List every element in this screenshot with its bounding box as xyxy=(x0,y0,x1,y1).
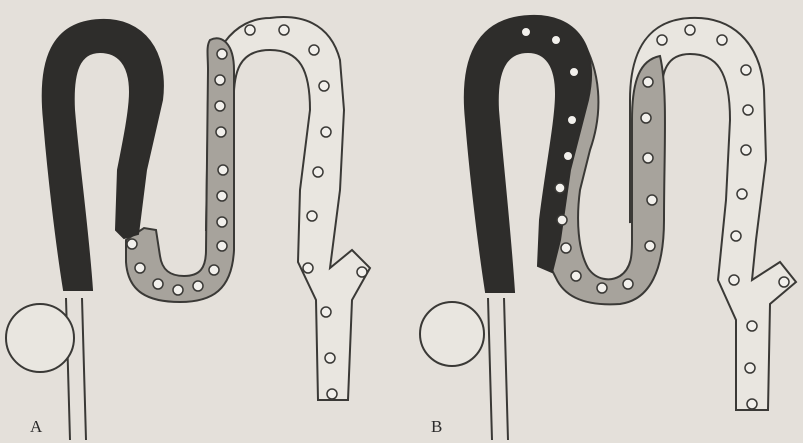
panel-b-particle xyxy=(552,36,561,45)
panel-b-particle xyxy=(561,243,571,253)
panel-b-particle xyxy=(597,283,607,293)
panel-a-particle xyxy=(135,263,145,273)
panel-b-label: B xyxy=(431,418,442,435)
panel-b-stem xyxy=(488,298,508,440)
panel-b-particle xyxy=(717,35,727,45)
panel-b-particle xyxy=(571,271,581,281)
panel-a-particle xyxy=(153,279,163,289)
panel-a-particle xyxy=(217,49,227,59)
panel-b-particle xyxy=(729,275,739,285)
panel-b-particle xyxy=(779,277,789,287)
panel-b-particle xyxy=(564,152,573,161)
panel-b-particle xyxy=(747,321,757,331)
panel-b-particle xyxy=(645,241,655,251)
panel-a-particle xyxy=(321,127,331,137)
panel-b-particle xyxy=(522,28,531,37)
panel-a-particle xyxy=(216,127,226,137)
panel-b-particle xyxy=(743,105,753,115)
panel-a-particle xyxy=(321,307,331,317)
panel-a-particle xyxy=(325,353,335,363)
panel-a-particle xyxy=(218,165,228,175)
panel-b-particle xyxy=(568,116,577,125)
panel-a-particle xyxy=(209,265,219,275)
panel-a-particle xyxy=(357,267,367,277)
panel-a-particle xyxy=(245,25,255,35)
panel-b-particle xyxy=(643,77,653,87)
panel-b-particle xyxy=(623,279,633,289)
panel-a-particle xyxy=(313,167,323,177)
panel-b-glomerulus xyxy=(420,302,484,366)
panel-a-particle xyxy=(193,281,203,291)
panel-a-particle xyxy=(307,211,317,221)
panel-b-particle xyxy=(647,195,657,205)
panel-a-particle xyxy=(217,191,227,201)
panel-a-particle xyxy=(215,101,225,111)
panel-a-glomerulus xyxy=(6,304,74,372)
panel-a-particle xyxy=(217,217,227,227)
panel-a-particle xyxy=(309,45,319,55)
panel-b-particle xyxy=(741,65,751,75)
panel-a-particle xyxy=(215,75,225,85)
panel-b-particle xyxy=(737,189,747,199)
panel-a-particle xyxy=(173,285,183,295)
panel-b-particle xyxy=(643,153,653,163)
panel-a-particle xyxy=(303,263,313,273)
panel-b-particle xyxy=(747,399,757,409)
panel-a-particle xyxy=(319,81,329,91)
panel-b-particle xyxy=(641,113,651,123)
panel-b-particle xyxy=(741,145,751,155)
panel-a-particle xyxy=(217,241,227,251)
panel-b-particle xyxy=(745,363,755,373)
panel-a-particle xyxy=(127,239,137,249)
panel-b-particle xyxy=(555,183,565,193)
panel-b-diagram xyxy=(420,16,796,440)
panel-a-diagram xyxy=(6,17,370,440)
panel-b-particle xyxy=(570,68,579,77)
panel-b-particle xyxy=(731,231,741,241)
panel-a-label: A xyxy=(30,418,42,435)
panel-b-particle xyxy=(657,35,667,45)
panel-a-particle xyxy=(327,389,337,399)
panel-b-particle xyxy=(685,25,695,35)
panel-a-particle xyxy=(279,25,289,35)
panel-b-particle xyxy=(557,215,567,225)
